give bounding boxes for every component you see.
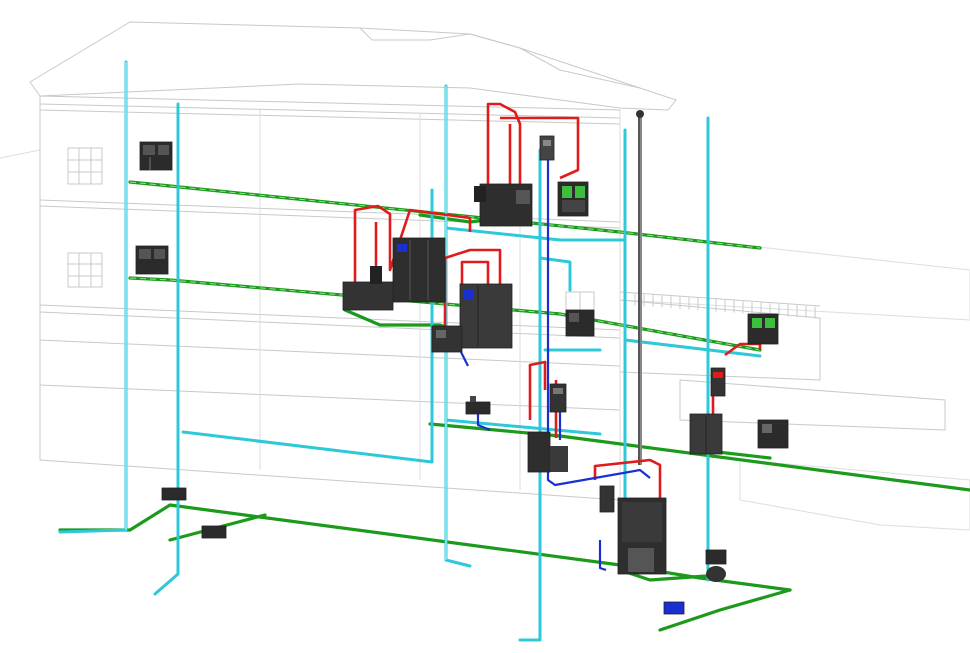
hw-drop-3[interactable] xyxy=(460,260,490,300)
hw-loop-low[interactable] xyxy=(593,458,662,520)
fixture-shower-cabinet[interactable] xyxy=(617,497,667,575)
cw-riser-2[interactable] xyxy=(153,102,180,596)
waste-piping[interactable] xyxy=(58,180,970,632)
fixture-laundry-center[interactable] xyxy=(527,431,568,473)
fixture-cabinet-top[interactable] xyxy=(539,135,555,161)
fixture-vanity-mid[interactable] xyxy=(342,266,394,311)
cornice-line-1 xyxy=(39,103,621,119)
fixture-vanity-upper-left[interactable] xyxy=(139,141,173,171)
fixture-water-heater-2[interactable] xyxy=(459,283,513,349)
fixture-cabinet-balcony[interactable] xyxy=(747,313,779,345)
hw-loop-mid-1[interactable] xyxy=(353,204,472,290)
fixture-tank-balcony[interactable] xyxy=(710,367,726,397)
fixture-tank-center[interactable] xyxy=(549,383,567,413)
ground-ref-left xyxy=(0,149,41,159)
wing-roof xyxy=(619,231,970,321)
fixture-vanity-right-mid[interactable] xyxy=(565,309,595,337)
hwr-riser[interactable] xyxy=(546,160,651,487)
hw-drop-4[interactable] xyxy=(528,360,547,420)
floor-band-3 xyxy=(39,339,621,367)
floor-band-2 xyxy=(39,304,621,331)
base-band xyxy=(39,384,621,411)
waste-upper-highlight xyxy=(129,181,761,249)
window-upper xyxy=(67,147,103,185)
cw-branch-3[interactable] xyxy=(538,256,572,292)
cornice-line-2 xyxy=(39,109,621,125)
fixture-wall-sink[interactable] xyxy=(465,396,491,415)
fixture-sink-left-bottom[interactable] xyxy=(201,525,227,539)
hw-loop-top-2[interactable] xyxy=(500,116,580,180)
fixture-toilet[interactable] xyxy=(705,549,727,582)
waste-branch-drain[interactable] xyxy=(658,588,792,632)
cw-branch-2[interactable] xyxy=(444,226,627,242)
hwr-stub-3[interactable] xyxy=(598,540,607,572)
fixture-floor-drain[interactable] xyxy=(663,601,685,615)
building-wireframe xyxy=(0,21,970,531)
fixture-vanity-porch[interactable] xyxy=(757,419,789,449)
cw-riser-4[interactable] xyxy=(518,148,542,642)
fixture-laundry-top[interactable] xyxy=(474,183,533,227)
cw-branch-4[interactable] xyxy=(623,338,762,358)
roof-dormer xyxy=(359,27,471,41)
vent-cap xyxy=(636,110,644,118)
fixture-cabinet-green-top[interactable] xyxy=(557,181,589,217)
fixture-vanity-lower-mid[interactable] xyxy=(431,325,463,353)
roof-hip xyxy=(469,33,641,89)
fixture-vanity-mid-left[interactable] xyxy=(135,245,169,275)
balustrade-rail xyxy=(619,291,821,307)
hw-loop-top-1[interactable] xyxy=(486,102,522,210)
fixture-tank-lower[interactable] xyxy=(599,485,615,513)
fixture-water-heater-1[interactable] xyxy=(392,237,446,303)
window-lower xyxy=(67,252,103,288)
cw-riser-1[interactable] xyxy=(58,60,128,534)
fixture-water-heater-3[interactable] xyxy=(689,413,723,455)
hot-return-piping[interactable] xyxy=(454,160,651,572)
vent-stack[interactable] xyxy=(636,110,644,465)
floor-band-2b xyxy=(39,311,621,339)
terrace-slab xyxy=(739,459,970,531)
fixture-sink-left-lower[interactable] xyxy=(161,487,187,501)
cw-branch-5[interactable] xyxy=(444,418,602,436)
fixtures[interactable] xyxy=(135,135,789,615)
porch-slab xyxy=(679,379,946,431)
